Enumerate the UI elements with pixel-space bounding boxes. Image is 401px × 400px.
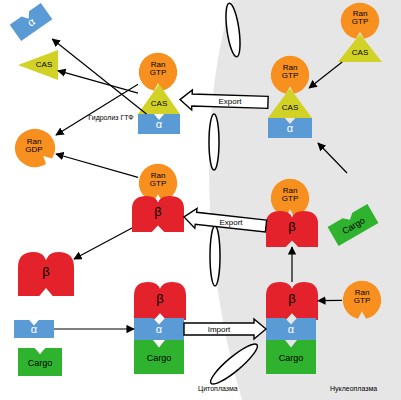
protein-label: CAS — [18, 50, 58, 80]
shape-fill — [266, 282, 318, 320]
shape-fill — [266, 340, 316, 374]
importin-alpha: α — [138, 114, 180, 134]
protein-label: CAS — [138, 84, 180, 114]
shape-fill — [134, 340, 184, 374]
protein-label: α — [134, 318, 184, 340]
shape-fill — [138, 114, 180, 134]
shape-fill — [134, 318, 184, 340]
flow-arrow — [318, 300, 342, 302]
shape-fill — [266, 318, 316, 340]
shape-fill — [18, 50, 58, 80]
cas-protein: CAS — [18, 50, 58, 80]
arrow-label: Export — [218, 97, 241, 106]
arrow-label: Import — [208, 325, 231, 334]
protein-label: Ran GTP — [342, 280, 382, 320]
importin-alpha: α — [268, 118, 312, 138]
protein-label: Cargo — [328, 204, 379, 246]
shape-fill — [14, 320, 54, 338]
cas-protein: CAS — [338, 34, 382, 62]
free-arrow — [318, 143, 347, 173]
shape-fill — [138, 84, 180, 114]
region-label: Нуклеоплазма — [330, 385, 377, 392]
protein-label: β — [132, 196, 184, 232]
arrow-label: Export — [219, 218, 242, 227]
importin-beta: β — [266, 211, 318, 247]
shape-fill — [268, 88, 312, 118]
protein-label: Cargo — [18, 348, 62, 376]
shape-fill — [338, 34, 382, 62]
transport-arrow — [184, 319, 266, 339]
protein-label: α — [266, 318, 316, 340]
flow-arrow — [52, 39, 146, 114]
cargo-protein: Cargo — [18, 348, 62, 376]
nuclear-pore — [223, 2, 242, 57]
shape-fill — [18, 348, 62, 376]
shape-fill — [7, 121, 64, 175]
importin-alpha: α — [10, 3, 53, 41]
nuclear-pore — [210, 226, 220, 286]
protein-label: α — [14, 320, 54, 338]
importin-beta: β — [132, 196, 184, 232]
cas-protein: CAS — [138, 84, 180, 114]
flow-arrow — [291, 247, 292, 282]
cargo-protein: Cargo — [134, 340, 184, 374]
protein-label: Cargo — [134, 340, 184, 374]
importin-beta: β — [18, 252, 74, 296]
flow-arrow — [74, 228, 132, 259]
cas-protein: CAS — [268, 88, 312, 118]
shape-fill — [266, 211, 318, 247]
protein-label: β — [266, 211, 318, 247]
transport-arrow — [184, 208, 267, 232]
flow-arrow — [56, 154, 138, 177]
importin-beta: β — [266, 282, 318, 320]
flow-arrow — [58, 71, 138, 93]
protein-label: α — [138, 114, 180, 134]
importin-beta: β — [134, 282, 186, 320]
shape-fill — [10, 3, 53, 41]
ran-protein: Ran GDP — [14, 128, 56, 168]
protein-label: α — [10, 3, 53, 41]
importin-alpha: α — [14, 320, 54, 338]
importin-alpha: α — [266, 318, 316, 340]
process-label: Гидролиз ГТФ — [88, 114, 133, 121]
protein-label: CAS — [338, 34, 382, 62]
shape-fill — [18, 252, 74, 296]
cargo-protein: Cargo — [266, 340, 316, 374]
flow-arrow — [54, 328, 134, 329]
protein-label: β — [18, 252, 74, 296]
protein-label: Ran GDP — [14, 128, 56, 168]
protein-label: β — [266, 282, 318, 320]
flow-arrow — [309, 62, 342, 88]
shape-fill — [132, 196, 184, 232]
nuclear-pore — [209, 114, 219, 170]
protein-label: CAS — [268, 88, 312, 118]
importin-alpha: α — [134, 318, 184, 340]
nuclear-pore — [207, 339, 262, 388]
protein-label: α — [268, 118, 312, 138]
nucleoplasm-region — [209, 0, 401, 400]
shape-fill — [134, 282, 186, 320]
ran-protein: Ran GTP — [342, 280, 382, 320]
transport-arrow — [180, 90, 268, 110]
protein-label: β — [134, 282, 186, 320]
region-label: Цитоплазма — [198, 385, 238, 392]
flow-arrow — [56, 84, 138, 135]
protein-label: Cargo — [266, 340, 316, 374]
shape-fill — [268, 118, 312, 138]
shape-fill — [328, 204, 379, 246]
cargo-protein: Cargo — [328, 204, 379, 246]
